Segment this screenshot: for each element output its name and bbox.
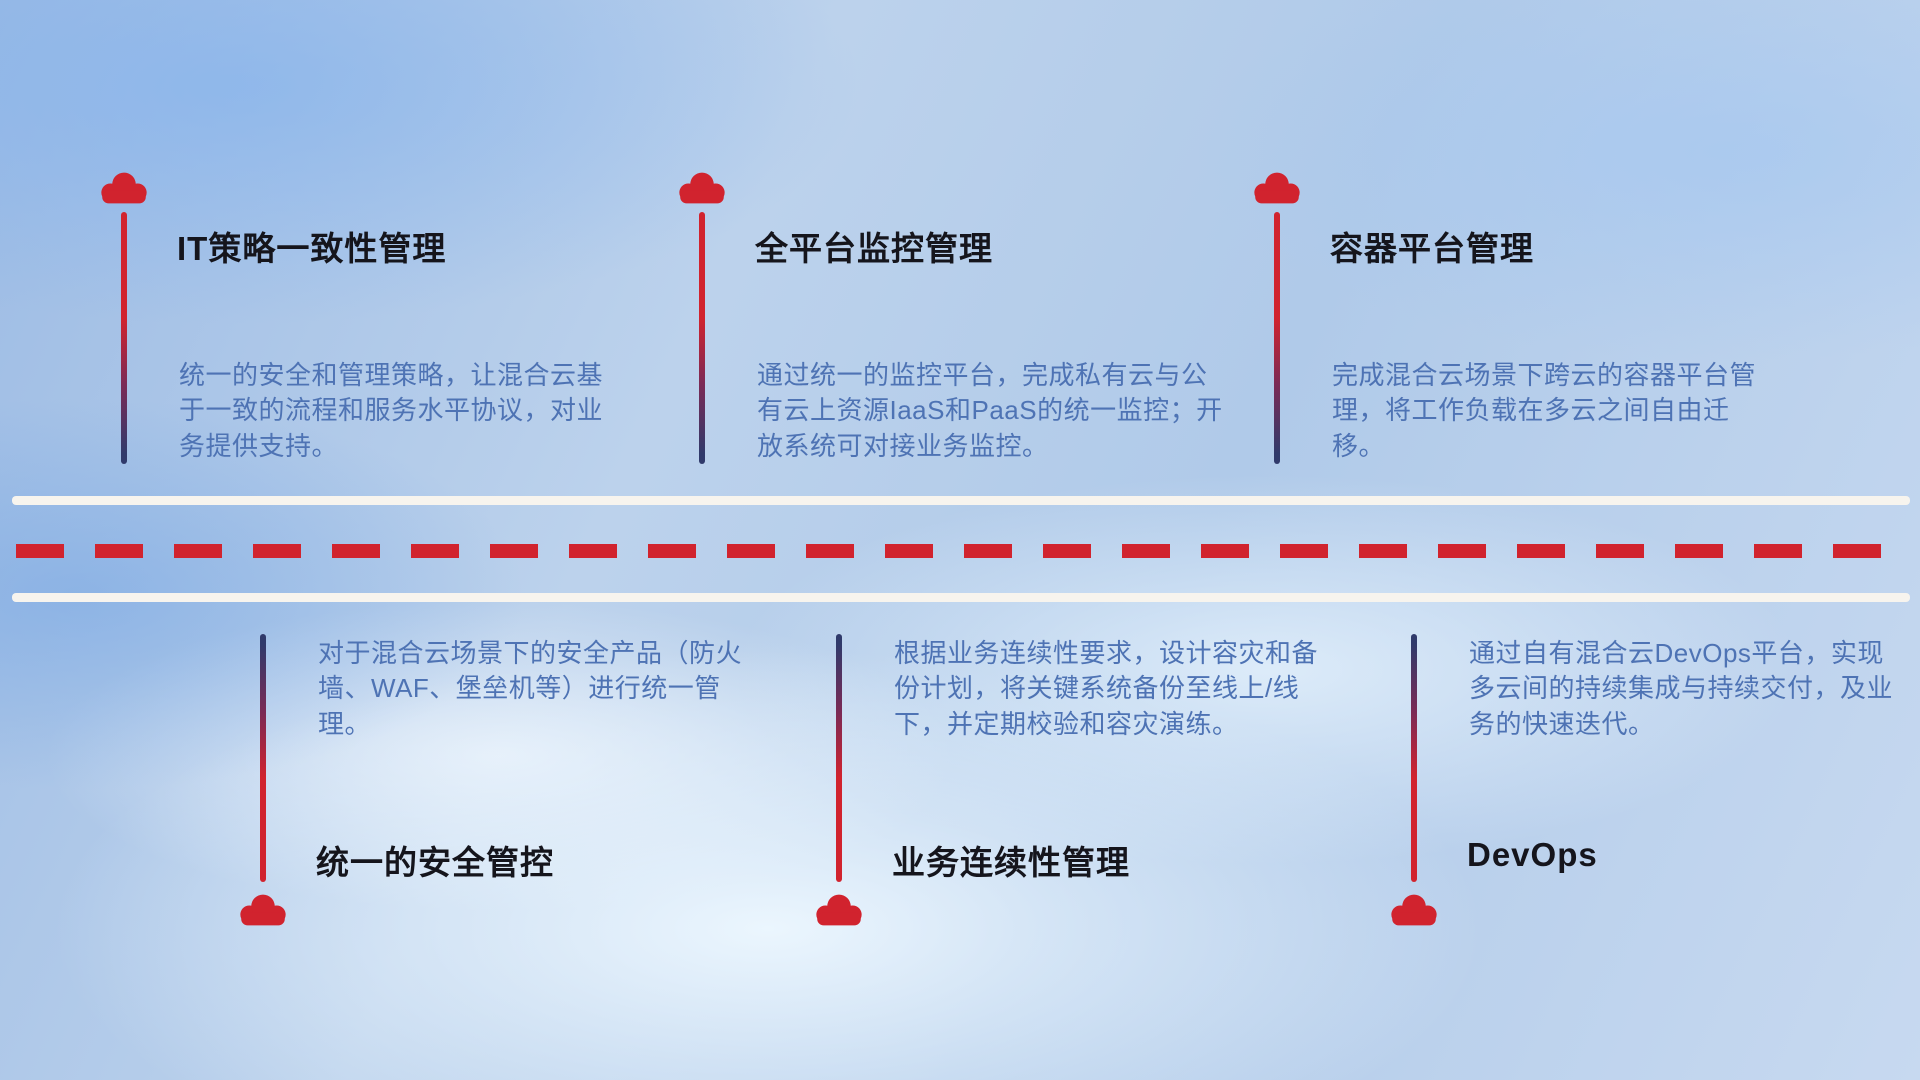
timeline-stem xyxy=(1411,634,1417,882)
cloud-icon xyxy=(234,890,292,930)
feature-title: 容器平台管理 xyxy=(1330,230,1534,267)
cloud-icon xyxy=(1248,168,1306,208)
feature-description: 对于混合云场景下的安全产品（防火墙、WAF、堡垒机等）进行统一管理。 xyxy=(318,638,743,739)
cloud-icon xyxy=(1385,890,1443,930)
feature-title: IT策略一致性管理 xyxy=(177,230,447,267)
feature-description: 通过统一的监控平台，完成私有云与公有云上资源IaaS和PaaS的统一监控；开放系… xyxy=(757,360,1223,461)
cloud-icon xyxy=(810,890,868,930)
timeline-stem xyxy=(699,212,705,464)
timeline-stem xyxy=(836,634,842,882)
timeline-stem xyxy=(1274,212,1280,464)
cloud-icon xyxy=(95,168,153,208)
road-dashed-line xyxy=(16,544,1904,558)
feature-description: 完成混合云场景下跨云的容器平台管理，将工作负载在多云之间自由迁移。 xyxy=(1332,360,1757,461)
feature-description: 根据业务连续性要求，设计容灾和备份计划，将关键系统备份至线上/线下，并定期校验和… xyxy=(894,638,1319,739)
feature-title: 统一的安全管控 xyxy=(316,844,554,881)
feature-description: 通过自有混合云DevOps平台，实现多云间的持续集成与持续交付，及业务的快速迭代… xyxy=(1469,638,1894,739)
feature-title: 全平台监控管理 xyxy=(755,230,993,267)
road-line-bottom xyxy=(12,593,1910,602)
timeline-stem xyxy=(121,212,127,464)
feature-description: 统一的安全和管理策略，让混合云基于一致的流程和服务水平协议，对业务提供支持。 xyxy=(179,360,604,461)
road-line-top xyxy=(12,496,1910,505)
timeline-stem xyxy=(260,634,266,882)
cloud-icon xyxy=(673,168,731,208)
feature-title: DevOps xyxy=(1467,836,1598,873)
feature-title: 业务连续性管理 xyxy=(892,844,1130,881)
